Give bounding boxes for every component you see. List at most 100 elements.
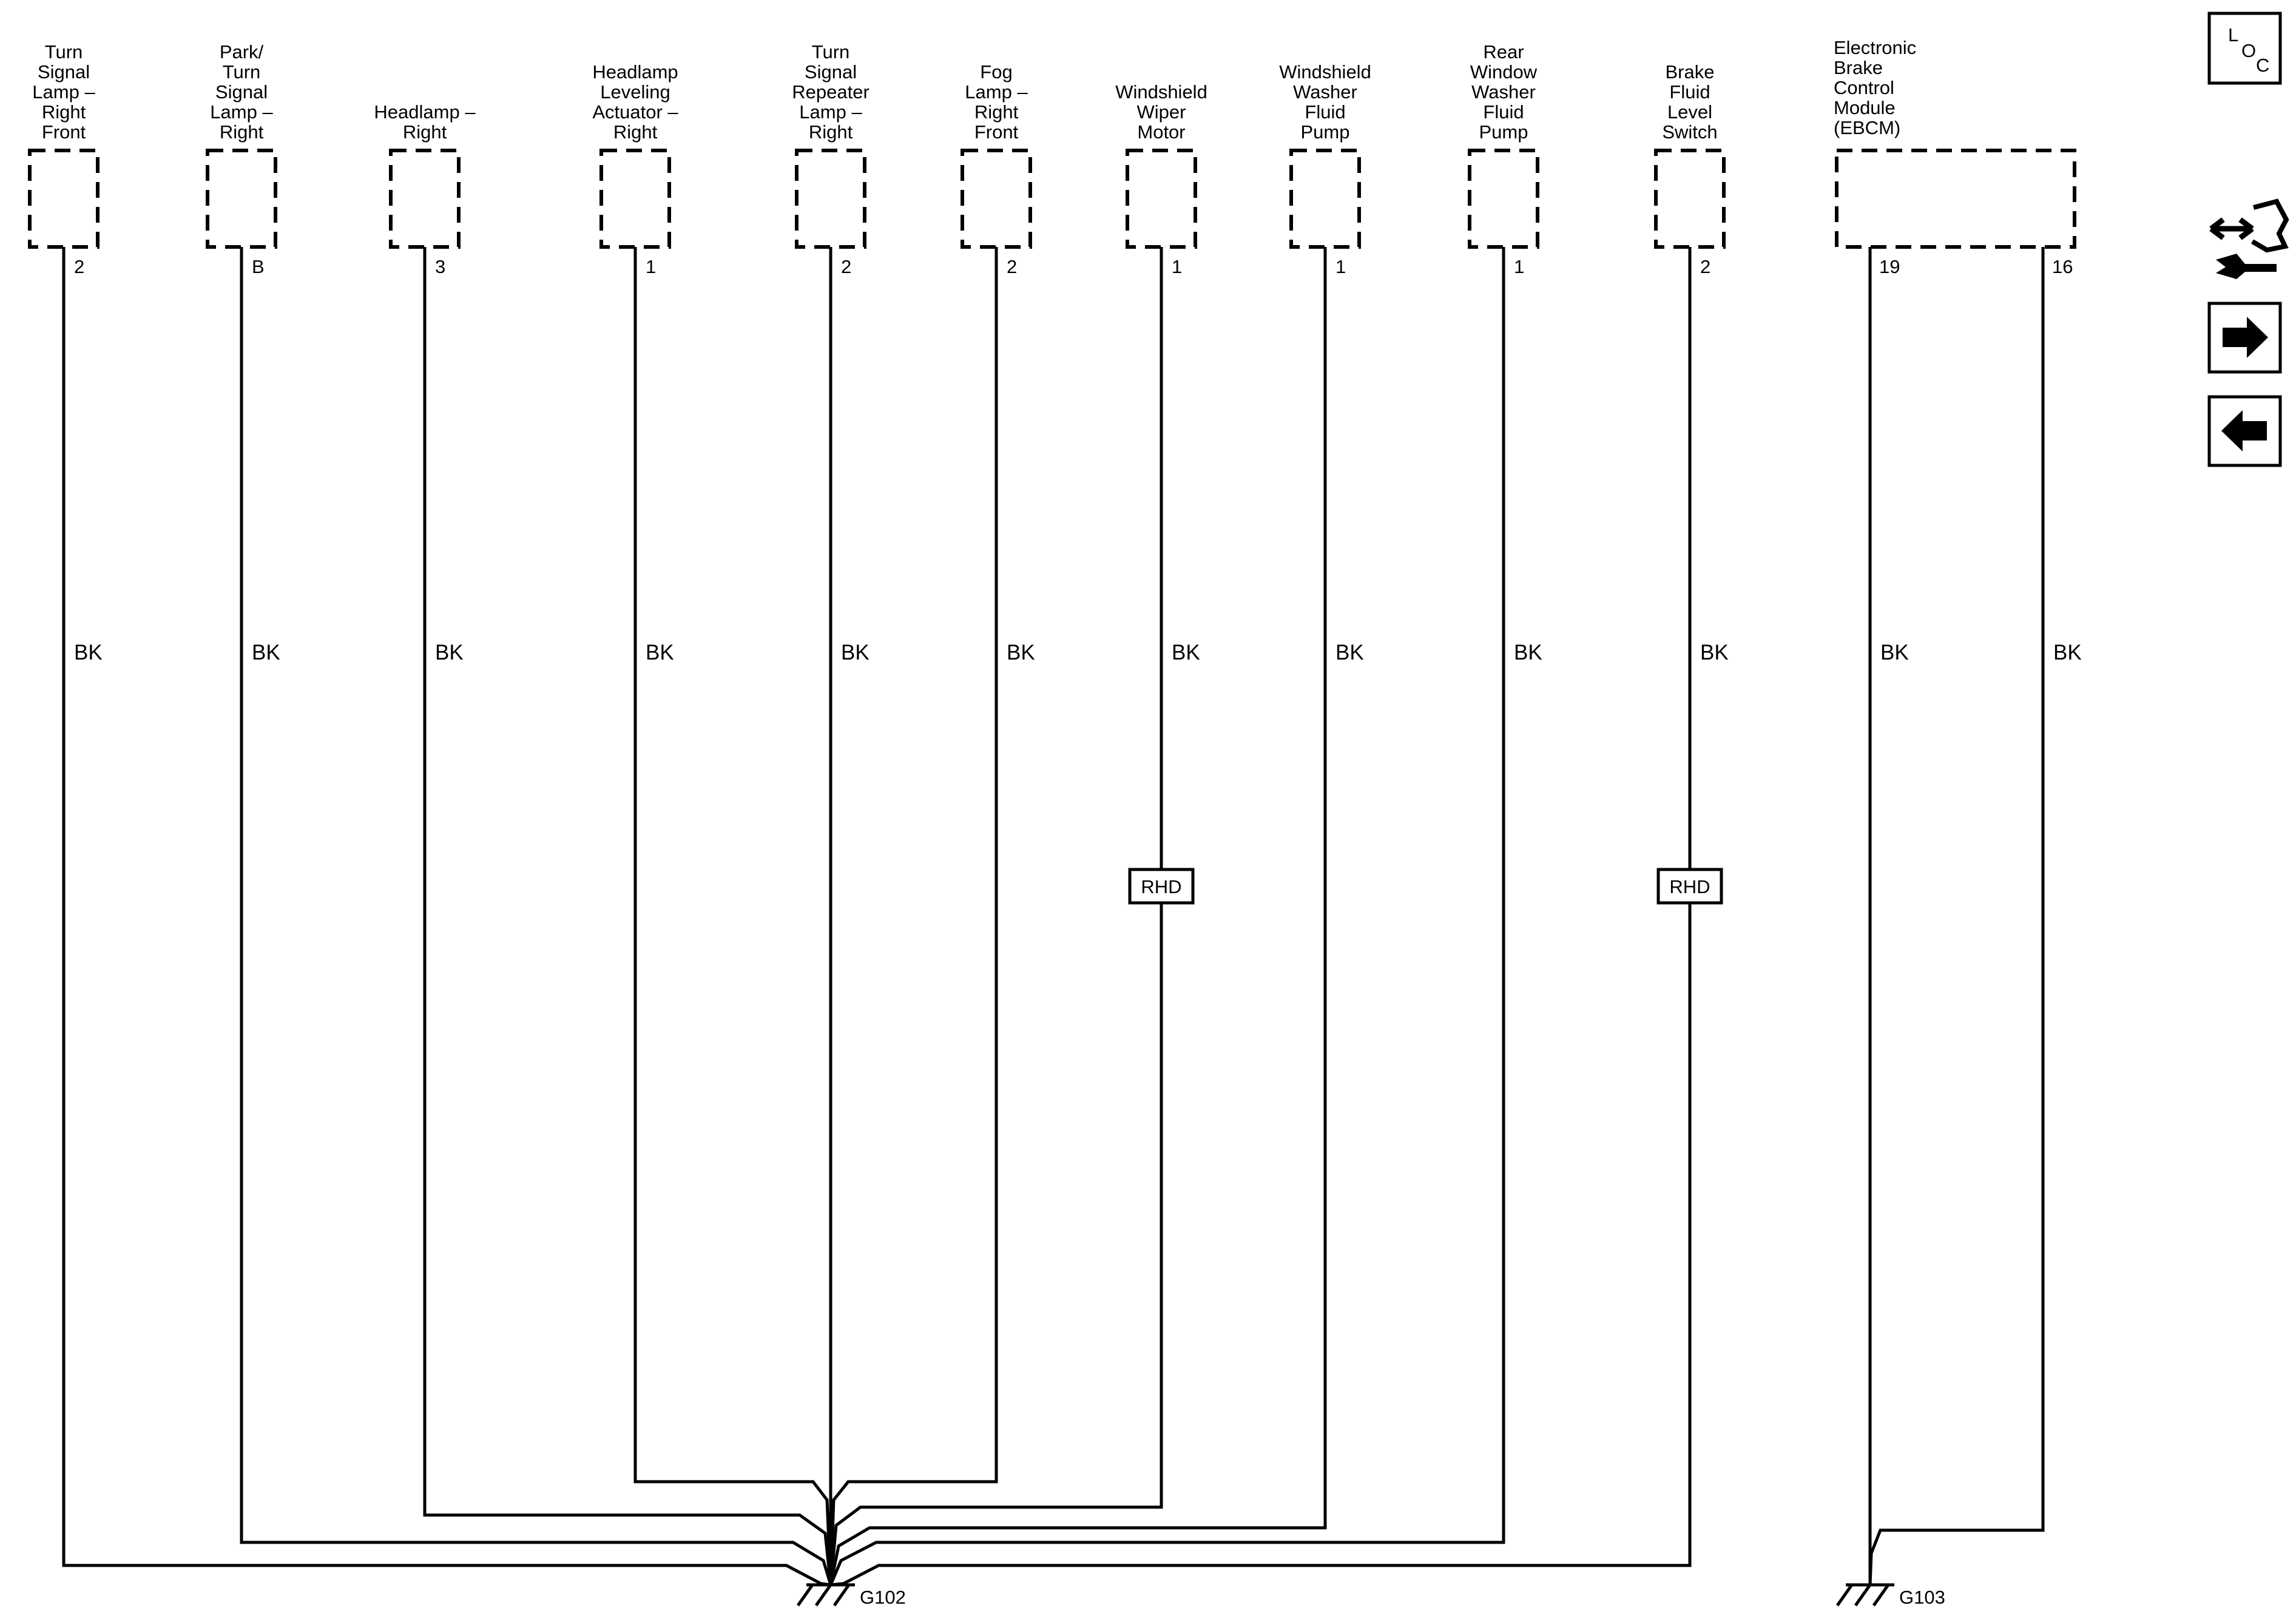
component-label-line: Rear xyxy=(1483,41,1524,62)
component-label-line: Actuator – xyxy=(592,101,678,123)
wire-color-label: BK xyxy=(841,641,869,664)
pin-number: 19 xyxy=(1879,256,1900,277)
wire-color-label: BK xyxy=(1007,641,1035,664)
component-label-line: Front xyxy=(42,121,86,143)
option-tag: RHD xyxy=(1656,868,1723,905)
pin-number: 1 xyxy=(1172,256,1182,277)
wire-color-label: BK xyxy=(74,641,103,664)
component-label-line: Window xyxy=(1470,61,1538,83)
component-label-line: Control xyxy=(1834,77,1894,98)
loc-char: O xyxy=(2241,40,2256,61)
pin-number: 2 xyxy=(74,256,84,277)
component-label-line: Motor xyxy=(1137,121,1185,143)
pin-number: 1 xyxy=(1514,256,1524,277)
pin-number: 2 xyxy=(841,256,851,277)
component-label-line: Fluid xyxy=(1669,81,1710,103)
component-outline xyxy=(1126,149,1197,249)
wire-color-label: BK xyxy=(2053,641,2082,664)
component-outline xyxy=(795,149,866,249)
component-label-line: Signal xyxy=(215,81,268,103)
component-label-line: Lamp – xyxy=(32,81,95,103)
component-label-line: Lamp – xyxy=(965,81,1028,103)
component-outline xyxy=(1468,149,1539,249)
wire xyxy=(829,247,1505,1585)
wire-color-label: BK xyxy=(1880,641,1909,664)
component-outline xyxy=(206,149,277,249)
connector-service-button[interactable] xyxy=(2209,198,2289,279)
component-label-line: Pump xyxy=(1301,121,1350,143)
option-tag: RHD xyxy=(1128,868,1195,905)
pin-number: 2 xyxy=(1700,256,1710,277)
ground-g103: G103 xyxy=(1835,1583,1945,1608)
component-label: Headlamp –Right xyxy=(374,101,476,143)
arrow-left-icon xyxy=(2221,410,2267,451)
component-label-line: Signal xyxy=(805,61,857,83)
component-label-line: Leveling xyxy=(600,81,670,103)
component-label-line: Headlamp – xyxy=(374,101,476,123)
pin-number: 1 xyxy=(1335,256,1346,277)
component-outline xyxy=(1654,149,1726,249)
component-label-line: Headlamp xyxy=(592,61,678,83)
component-label-line: (EBCM) xyxy=(1834,117,1900,138)
loc-button[interactable]: LOC xyxy=(2207,12,2282,85)
component-label-line: Brake xyxy=(1834,57,1883,78)
component-label-line: Fog xyxy=(980,61,1012,83)
navigation-sidebar: LOC xyxy=(2207,12,2289,467)
next-button[interactable] xyxy=(2207,302,2282,374)
loc-char: L xyxy=(2228,24,2238,46)
wire-color-label: BK xyxy=(1514,641,1542,664)
wire xyxy=(829,247,1327,1585)
component-label-line: Electronic xyxy=(1834,37,1916,58)
component-label-line: Windshield xyxy=(1279,61,1371,83)
component-label-line: Front xyxy=(974,121,1019,143)
pin-number: 1 xyxy=(646,256,656,277)
component-label-line: Switch xyxy=(1662,121,1717,143)
component-label-line: Module xyxy=(1834,97,1896,118)
component-label-line: Fluid xyxy=(1483,101,1524,123)
component-outline xyxy=(599,149,671,249)
option-tag-label: RHD xyxy=(1669,876,1710,897)
component-label-line: Turn xyxy=(223,61,261,83)
previous-button[interactable] xyxy=(2207,395,2282,467)
wire xyxy=(240,247,832,1585)
component-label-line: Park/ xyxy=(220,41,264,62)
arrow-right-icon xyxy=(2223,317,2268,358)
component-label-line: Repeater xyxy=(792,81,869,103)
pin-number: 16 xyxy=(2052,256,2073,277)
wire xyxy=(423,247,832,1585)
loc-char: C xyxy=(2256,55,2269,76)
component-outline xyxy=(961,149,1032,249)
pin-number: B xyxy=(252,256,265,277)
wire xyxy=(829,247,998,1585)
component-outline xyxy=(1835,149,2076,249)
component-label-line: Right xyxy=(220,121,264,143)
component-label-line: Right xyxy=(403,121,447,143)
wire-color-label: BK xyxy=(1700,641,1729,664)
wire xyxy=(633,247,832,1585)
wire xyxy=(829,247,1163,1585)
component-label-line: Lamp – xyxy=(210,101,273,123)
ground-label: G103 xyxy=(1899,1587,1945,1608)
component-label-line: Wiper xyxy=(1137,101,1186,123)
component-label-line: Fluid xyxy=(1305,101,1345,123)
wires-layer xyxy=(62,247,2045,1587)
component-label-line: Right xyxy=(613,121,658,143)
component-label-line: Turn xyxy=(45,41,83,62)
